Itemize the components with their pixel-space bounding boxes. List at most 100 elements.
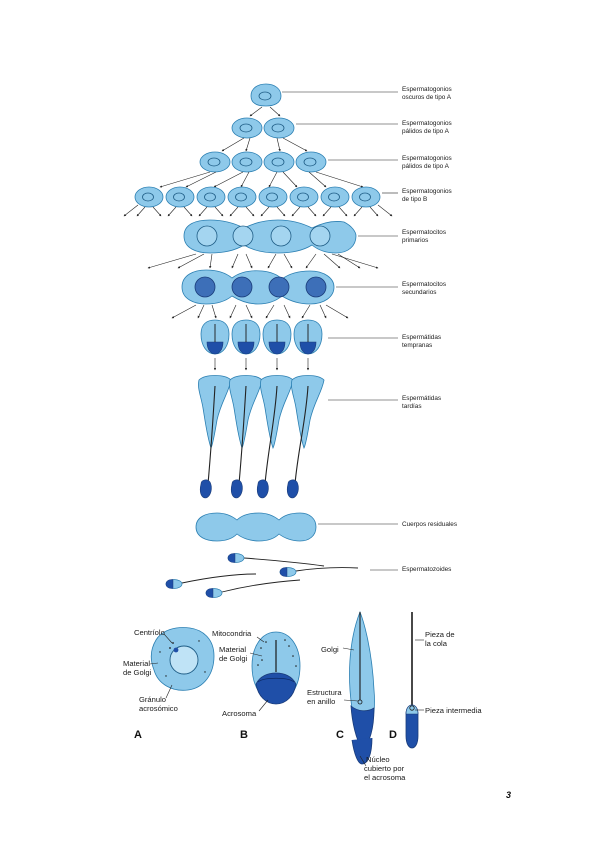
late-spermatid-cytoplasm — [198, 375, 232, 450]
division-arrow — [211, 304, 217, 319]
stage-label-1a: Espermatogonios — [402, 86, 452, 93]
panel-c-estructura-2: en anillo — [307, 697, 335, 706]
division-arrow — [377, 204, 393, 217]
division-arrow — [136, 206, 146, 217]
row-spermatozoa — [165, 553, 359, 598]
spermatozoon-tail — [243, 557, 325, 567]
division-arrow — [183, 206, 193, 217]
row5-arrows — [147, 253, 379, 269]
division-arrow — [171, 304, 197, 319]
panel-b-golgi-2: de Golgi — [219, 654, 248, 663]
early-spermatid-nucleus — [268, 341, 286, 355]
stage-label-5a: Espermatocitos — [402, 229, 446, 236]
stage-label-3a: Espermatogonios — [402, 155, 452, 162]
late-spermatid-cytoplasm — [291, 375, 325, 450]
panel-d-cola-1: Pieza de — [425, 630, 455, 639]
division-arrow — [301, 304, 311, 319]
row-primary-spermatocytes — [183, 219, 357, 254]
stage-label-3b: pálidos de tipo A — [402, 163, 450, 170]
division-arrow — [214, 206, 224, 217]
spermatozoon-head — [165, 579, 174, 589]
division-arrow — [231, 253, 239, 269]
late-spermatid-head — [256, 479, 269, 499]
stage-leader-lines — [282, 91, 398, 571]
row-secondary-spermatocytes — [181, 269, 335, 305]
stage-label-1b: oscuros de tipo A — [402, 94, 452, 101]
panel-c-estructura-1: Estructura — [307, 688, 342, 697]
division-arrow — [369, 206, 379, 217]
early-spermatid-nucleus — [206, 341, 224, 355]
division-arrow — [325, 304, 349, 319]
division-arrow — [229, 304, 237, 319]
row7-arrows — [213, 358, 310, 371]
stage-labels: Espermatogonios oscuros de tipo A Esperm… — [402, 86, 457, 573]
row4-arrows — [123, 204, 393, 217]
panel-a-granulo-2: acrosómico — [139, 704, 178, 713]
late-spermatid-cytoplasm — [229, 375, 263, 450]
division-arrow — [283, 304, 291, 319]
spermatozoon-head — [205, 588, 214, 598]
stage-label-6b: secundarios — [402, 289, 436, 296]
row-spermatogonia-b — [134, 186, 381, 208]
division-arrow — [265, 304, 275, 319]
panel-b: Mitocondria Material de Golgi Acrosoma B — [212, 629, 301, 741]
division-arrow — [245, 206, 255, 217]
panel-a: Centríolo Material de Golgi Gránulo acro… — [123, 627, 215, 741]
panel-c-nucleo-2: cubierto por — [364, 764, 405, 773]
division-arrow — [147, 253, 197, 269]
division-arrow — [177, 253, 205, 269]
stage-label-4b: de tipo B — [402, 196, 427, 203]
division-arrow — [305, 253, 317, 269]
panel-a-centriolo: Centríolo — [134, 628, 165, 637]
division-arrow — [123, 204, 139, 217]
panel-b-mitocondria: Mitocondria — [212, 629, 252, 638]
early-spermatid-nucleus — [237, 341, 255, 355]
panel-c-nucleo-1: Núcleo — [366, 755, 390, 764]
spermatozoon-tail — [221, 579, 301, 593]
panel-c: Golgi Estructura en anillo Núcleo cubier… — [307, 610, 406, 782]
late-spermatid-head — [199, 479, 212, 499]
division-arrow — [197, 304, 205, 319]
panel-a-golgi-2: de Golgi — [123, 668, 152, 677]
division-arrow — [209, 253, 213, 269]
division-arrow — [319, 304, 327, 319]
division-arrow — [323, 253, 341, 269]
spermatozoon-tail — [181, 573, 257, 584]
stage-label-7b: tempranas — [402, 342, 432, 349]
stage-label-4a: Espermatogonios — [402, 188, 452, 195]
division-arrow — [267, 253, 277, 269]
division-arrow — [245, 304, 253, 319]
division-arrow — [198, 206, 208, 217]
stage-label-2a: Espermatogonios — [402, 120, 452, 127]
late-spermatid-cytoplasm — [260, 375, 294, 450]
panel-d-cola-2: la cola — [425, 639, 448, 648]
late-spermatid-head — [286, 479, 299, 499]
stage-label-10: Espermatozoides — [402, 566, 451, 573]
division-arrow — [331, 253, 379, 269]
division-arrow — [291, 206, 301, 217]
division-arrow — [152, 206, 162, 217]
row-spermatogonia-dark-a — [250, 83, 282, 107]
spermatozoon-head — [279, 567, 288, 577]
spermatozoon-head — [227, 553, 236, 563]
stage-label-6a: Espermatocitos — [402, 281, 446, 288]
page-number: 3 — [506, 790, 511, 800]
panel-a-granulo-1: Gránulo — [139, 695, 166, 704]
late-spermatid-tail — [207, 385, 216, 485]
stage-label-8b: tardías — [402, 403, 422, 410]
row-spermatogonia-pale-a-2 — [199, 151, 327, 173]
stage-label-7a: Espermátidas — [402, 334, 441, 341]
panel-c-golgi: Golgi — [321, 645, 339, 654]
panel-b-acrosoma: Acrosoma — [222, 709, 257, 718]
division-arrow — [229, 206, 239, 217]
stage-label-8a: Espermátidas — [402, 395, 441, 402]
panel-d-intermedia: Pieza intermedia — [425, 706, 482, 715]
row-residual-bodies — [195, 512, 317, 542]
early-spermatid-nucleus — [299, 341, 317, 355]
stage-label-2b: pálidos de tipo A — [402, 128, 450, 135]
stage-label-5b: primarios — [402, 237, 428, 244]
panel-b-letter: B — [240, 729, 248, 741]
division-arrow — [167, 206, 177, 217]
